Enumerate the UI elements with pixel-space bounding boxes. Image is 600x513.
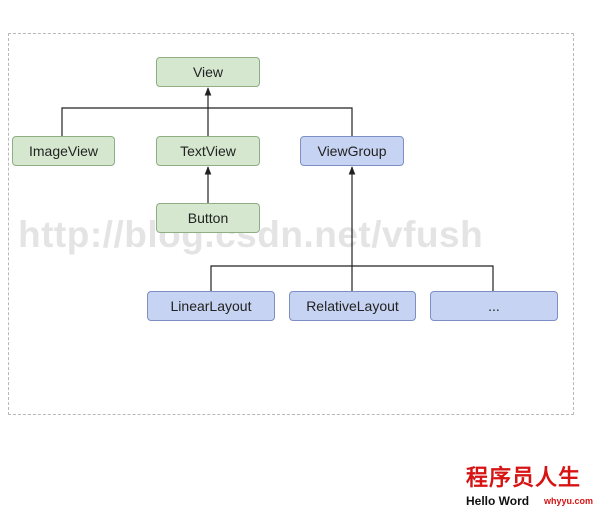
node-relativelayout: RelativeLayout: [289, 291, 416, 321]
node-imageview: ImageView: [12, 136, 115, 166]
connector-viewgroup-children: [210, 265, 494, 292]
node-button: Button: [156, 203, 260, 233]
logo-title: 程序员人生: [466, 466, 582, 491]
logo-subtitle: Hello Word: [466, 494, 530, 508]
site-logo: 程序员人生 Hello Word whyyu.com: [462, 466, 598, 510]
logo-site: whyyu.com: [544, 496, 594, 506]
node-view: View: [156, 57, 260, 87]
node-more: ...: [430, 291, 558, 321]
diagram-frame: [8, 33, 574, 415]
node-textview: TextView: [156, 136, 260, 166]
node-viewgroup: ViewGroup: [300, 136, 404, 166]
node-linearlayout: LinearLayout: [147, 291, 275, 321]
connector-view-children: [61, 107, 353, 137]
